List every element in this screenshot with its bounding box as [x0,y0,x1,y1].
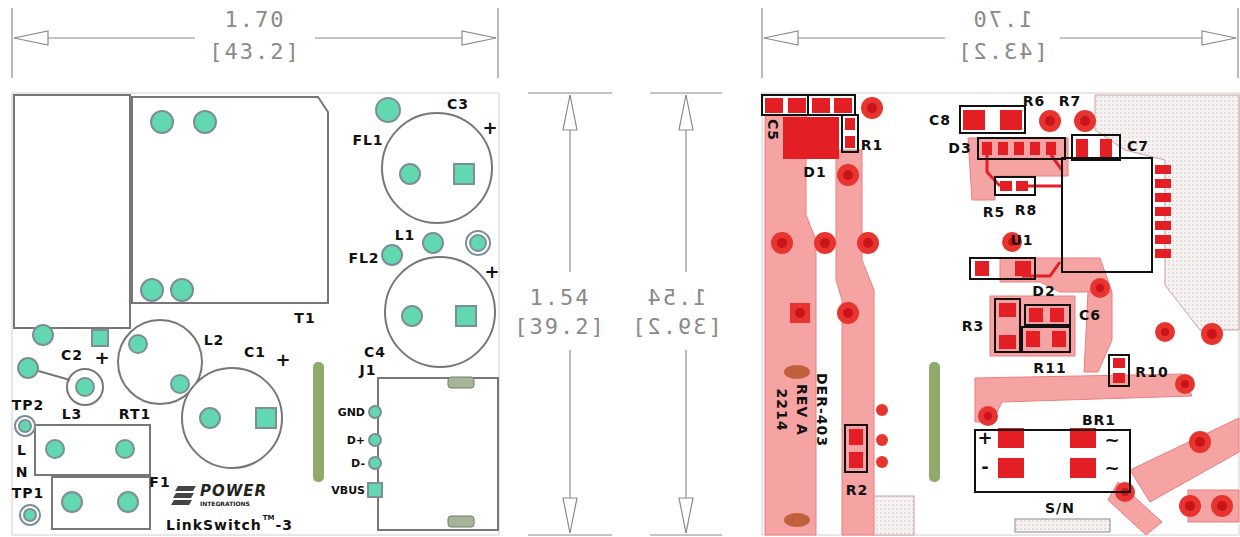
pin-name: VBUS [331,485,365,496]
part-designator: C2 [61,348,83,362]
part-designator: J1 [360,363,377,377]
part-designator: RT1 [119,407,151,421]
part-designator: L2 [204,333,225,347]
part-designator: L1 [395,228,416,242]
part-designator: U1 [1010,233,1033,247]
part-designator: D1 [803,165,826,179]
ac-mark: ~ [1104,431,1119,449]
pin-name: D+ [347,435,365,446]
dimension-value: 1.70 [972,9,1033,31]
serial-number-label: S/N [1045,501,1075,515]
part-designator: C5 [766,119,780,141]
logo-text: INTEGRATIONS [200,501,250,507]
polarity-mark: - [981,458,988,476]
part-designator: R3 [962,319,985,333]
input-label: N [16,465,29,479]
part-designator: C1 [244,345,266,359]
test-point-label: TP1 [12,486,45,500]
part-designator: C6 [1079,308,1101,322]
part-designator: R1 [861,138,884,152]
part-designator: R6 [1023,94,1046,108]
dimension-value: 1.54 [530,287,591,309]
dimension-value: [43.2] [209,41,300,63]
part-designator: C3 [447,97,469,111]
part-designator: BR1 [1082,413,1116,427]
part-designator: C7 [1127,139,1149,153]
trademark-mark: TM [263,515,275,522]
logo-text: POWER [200,484,267,499]
dimension-value: [39.2] [630,316,721,338]
ac-mark: ~ [1104,459,1119,477]
part-designator: R5 [983,205,1006,219]
part-designator: FL1 [352,133,383,147]
part-designator: C8 [929,113,951,127]
polarity-mark: + [94,349,109,367]
part-designator: F1 [149,475,170,489]
product-name: LinkSwitch [166,518,262,532]
product-name: -3 [276,518,294,532]
part-designator: T1 [294,311,315,325]
polarity-mark: + [482,119,497,137]
dimension-value: 1.54 [646,287,707,309]
part-designator: R2 [846,483,869,497]
part-designator: R8 [1015,203,1038,217]
board-marking: 2214 [775,389,789,432]
part-designator: D2 [1032,284,1055,298]
board-marking: REV A [795,384,809,436]
pin-name: GND [338,407,365,418]
input-label: L [17,443,27,457]
dimension-value: [43.2] [956,41,1047,63]
part-designator: R10 [1135,365,1168,379]
polarity-mark: + [275,351,290,369]
part-designator: R11 [1033,361,1066,375]
test-point-label: TP2 [12,398,45,412]
polarity-mark: + [977,429,992,447]
part-designator: D3 [948,141,971,155]
part-designator: FL2 [348,251,379,265]
part-designator: C4 [364,345,386,359]
part-designator: L3 [62,407,83,421]
part-designator: R7 [1059,94,1082,108]
pin-name: D- [351,458,365,469]
polarity-mark: + [484,263,499,281]
dimension-value: [39.2] [514,316,605,338]
dimension-value: 1.70 [225,9,286,31]
board-marking: DER-403 [815,373,829,447]
